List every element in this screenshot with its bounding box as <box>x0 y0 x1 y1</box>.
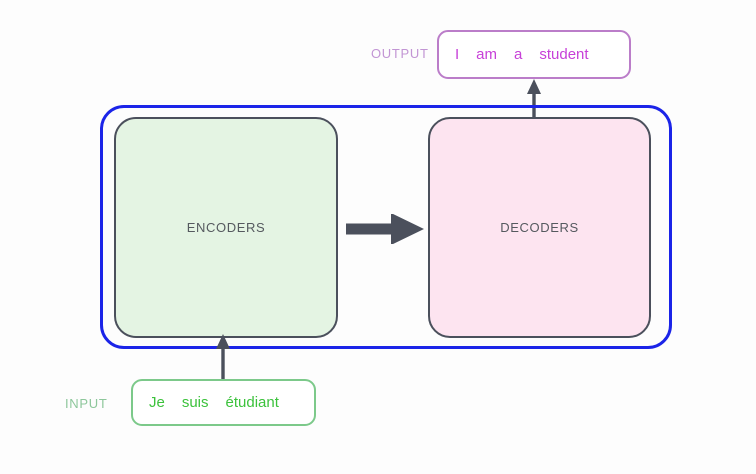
input-label: INPUT <box>65 396 108 411</box>
decoders-label: DECODERS <box>500 220 579 235</box>
input-token: suis <box>181 394 209 411</box>
output-token: a <box>514 46 523 63</box>
encoders-label: ENCODERS <box>186 220 266 235</box>
output-token: student <box>539 46 589 63</box>
encoders-block: ENCODERS <box>114 117 338 338</box>
input-token-box: Je suis étudiant <box>131 379 316 426</box>
input-token: Je <box>149 394 165 411</box>
up-arrow-icon-input-to-encoder <box>211 331 235 383</box>
output-token: I <box>455 46 460 63</box>
input-token: étudiant <box>225 394 279 411</box>
right-arrow-icon-encoder-to-decoder <box>346 213 428 245</box>
output-token: am <box>476 46 498 63</box>
decoders-block: DECODERS <box>428 117 651 338</box>
output-token-box: I am a student <box>437 30 631 79</box>
output-label: OUTPUT <box>371 46 429 61</box>
transformer-container <box>100 105 672 349</box>
